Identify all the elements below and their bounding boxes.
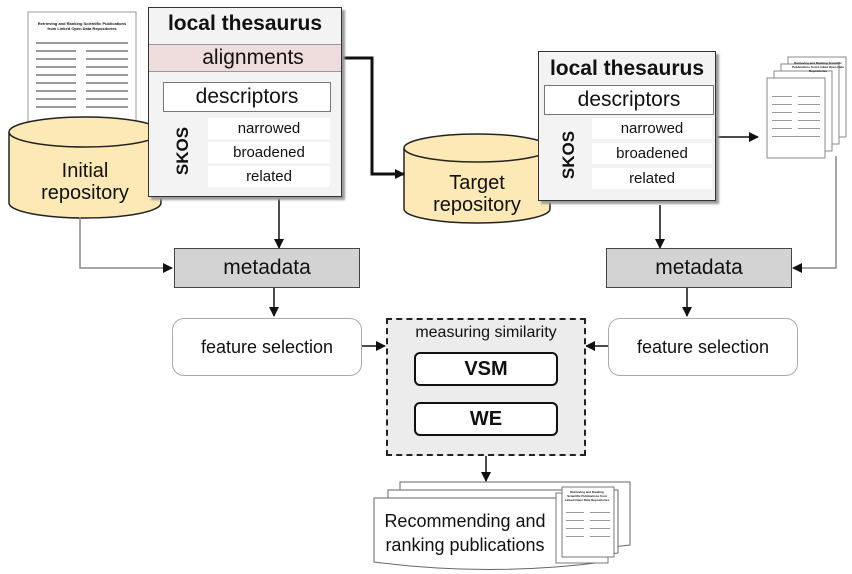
paper-text-line (772, 136, 820, 137)
left-descriptors-box: descriptors (163, 82, 331, 112)
paper-text-line (36, 90, 76, 92)
paper-text-line (798, 96, 820, 97)
left-relation-broadened: broadened (208, 142, 330, 163)
left-metadata-box: metadata (174, 248, 360, 288)
we-method-box: WE (414, 402, 558, 436)
paper-text-line (798, 128, 820, 129)
paper-text-line (566, 520, 584, 521)
paper-text-line (798, 112, 820, 113)
left-feature-selection-box: feature selection (172, 318, 362, 376)
paper-text-line (566, 512, 584, 513)
output-label: Recommending and ranking publications (384, 511, 546, 555)
arrow-papers-to-metadata (792, 156, 837, 273)
paper-text-line (36, 74, 76, 76)
paper-text-line (772, 120, 792, 121)
target-paper-title: Retrieving and Ranking Scientific Public… (792, 61, 844, 73)
right-skos-label: SKOS (559, 130, 578, 180)
right-feature-selection-box: feature selection (608, 318, 798, 376)
target-repository-label: Target repository (433, 172, 521, 216)
paper-text-line (590, 520, 610, 521)
alignments-label: alignments (202, 46, 304, 69)
paper-text-line (772, 96, 792, 97)
left-relation-related: related (208, 166, 330, 187)
initial-repository-label: Initial repository (41, 160, 129, 204)
paper-text-line (86, 98, 128, 100)
initial-repository-cylinder (8, 116, 162, 219)
paper-text-line (36, 98, 76, 100)
output-document-stack (373, 481, 631, 570)
paper-text-line (590, 512, 610, 513)
paper-text-line (86, 106, 128, 108)
arrow-alignments-to-target (332, 56, 405, 179)
right-relation-related: related (592, 168, 712, 189)
output-paper-title: Retrieving and Ranking Scientific Public… (564, 490, 610, 502)
right-thesaurus-title: local thesaurus (549, 57, 705, 80)
arrow-initial-to-metadata (79, 217, 173, 273)
paper-text-line (86, 66, 128, 68)
paper-text-line (798, 104, 820, 105)
left-relation-narrowed: narrowed (208, 118, 330, 139)
paper-text-line (36, 82, 76, 84)
paper-text-line (36, 106, 76, 108)
right-descriptors-box: descriptors (544, 85, 714, 115)
initial-paper-title: Retrieving and Ranking Scientific Public… (37, 21, 127, 31)
target-paper-stack (766, 56, 847, 159)
paper-text-line (566, 528, 584, 529)
paper-text-line (566, 536, 584, 537)
paper-text-line (86, 58, 128, 60)
measuring-similarity-title: measuring similarity (415, 324, 557, 341)
right-metadata-box: metadata (606, 248, 792, 288)
paper-text-line (86, 82, 128, 84)
paper-text-line (86, 50, 128, 52)
paper-text-line (86, 90, 128, 92)
paper-text-line (36, 50, 76, 52)
right-relation-narrowed: narrowed (592, 118, 712, 139)
left-skos-label: SKOS (173, 126, 192, 176)
paper-text-line (590, 528, 610, 529)
paper-text-line (772, 112, 792, 113)
paper-text-line (36, 42, 128, 44)
alignments-band (149, 44, 341, 72)
vsm-method-box: VSM (414, 352, 558, 386)
right-relation-broadened: broadened (592, 143, 712, 164)
paper-text-line (772, 128, 792, 129)
paper-text-line (772, 104, 792, 105)
paper-text-line (36, 66, 76, 68)
paper-text-line (36, 58, 76, 60)
paper-text-line (86, 74, 128, 76)
target-repository-cylinder (403, 133, 551, 224)
paper-text-line (798, 120, 820, 121)
left-thesaurus-title: local thesaurus (167, 12, 323, 35)
paper-text-line (590, 536, 610, 537)
